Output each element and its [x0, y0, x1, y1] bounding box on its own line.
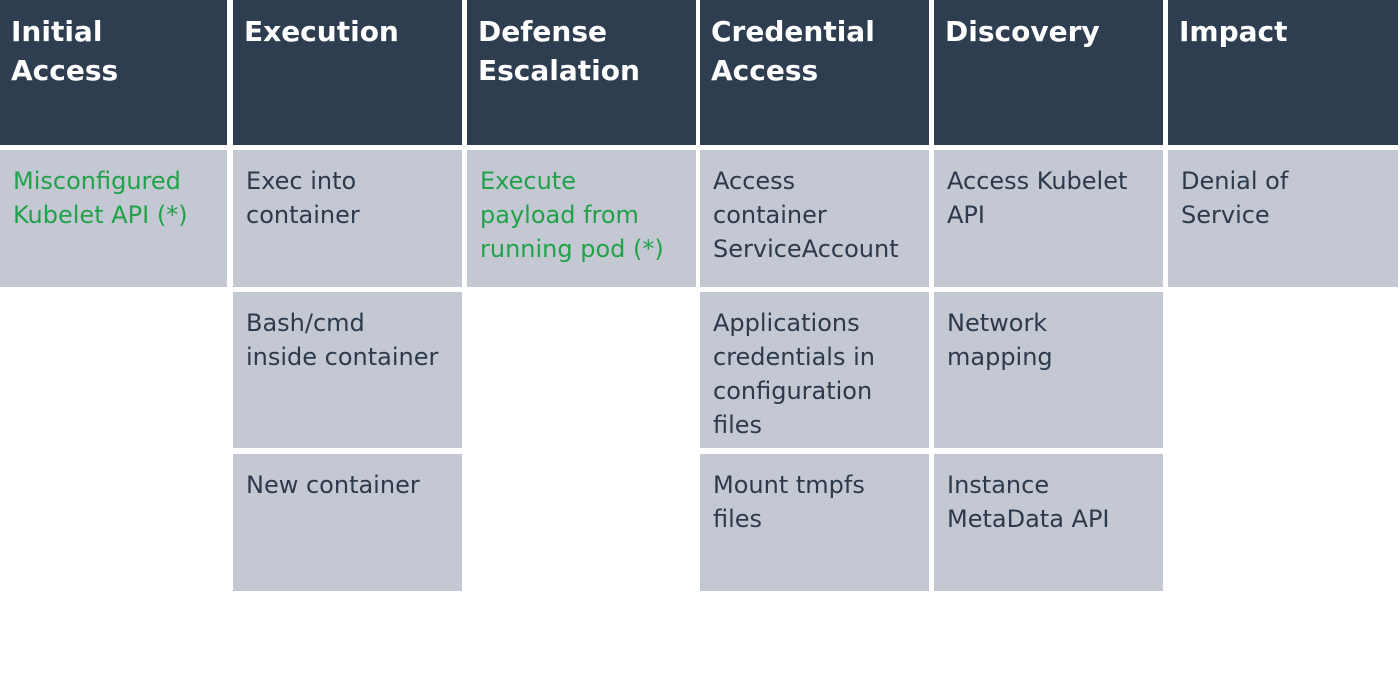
technique-cell: New container — [233, 454, 462, 591]
tactic-header-credential-access: Credential Access — [700, 0, 929, 145]
technique-cell: Instance MetaData API — [934, 454, 1163, 591]
technique-cell: Exec into container — [233, 150, 462, 287]
tactic-header-impact: Impact — [1168, 0, 1398, 145]
technique-cell: Access container ServiceAccount — [700, 150, 929, 287]
technique-cell: Denial of Service — [1168, 150, 1398, 287]
tactic-header-discovery: Discovery — [934, 0, 1163, 145]
technique-cell: Applications credentials in configuratio… — [700, 292, 929, 448]
tactic-header-execution: Execution — [233, 0, 462, 145]
technique-cell: Network mapping — [934, 292, 1163, 448]
technique-cell: Bash/cmd inside container — [233, 292, 462, 448]
technique-cell: Mount tmpfs files — [700, 454, 929, 591]
tactic-header-defense-escalation: Defense Escalation — [467, 0, 696, 145]
technique-cell: Access Kubelet API — [934, 150, 1163, 287]
tactic-header-initial-access: Initial Access — [0, 0, 227, 145]
technique-cell: Misconfigured Kubelet API (*) — [0, 150, 227, 287]
technique-cell: Execute payload from running pod (*) — [467, 150, 696, 287]
